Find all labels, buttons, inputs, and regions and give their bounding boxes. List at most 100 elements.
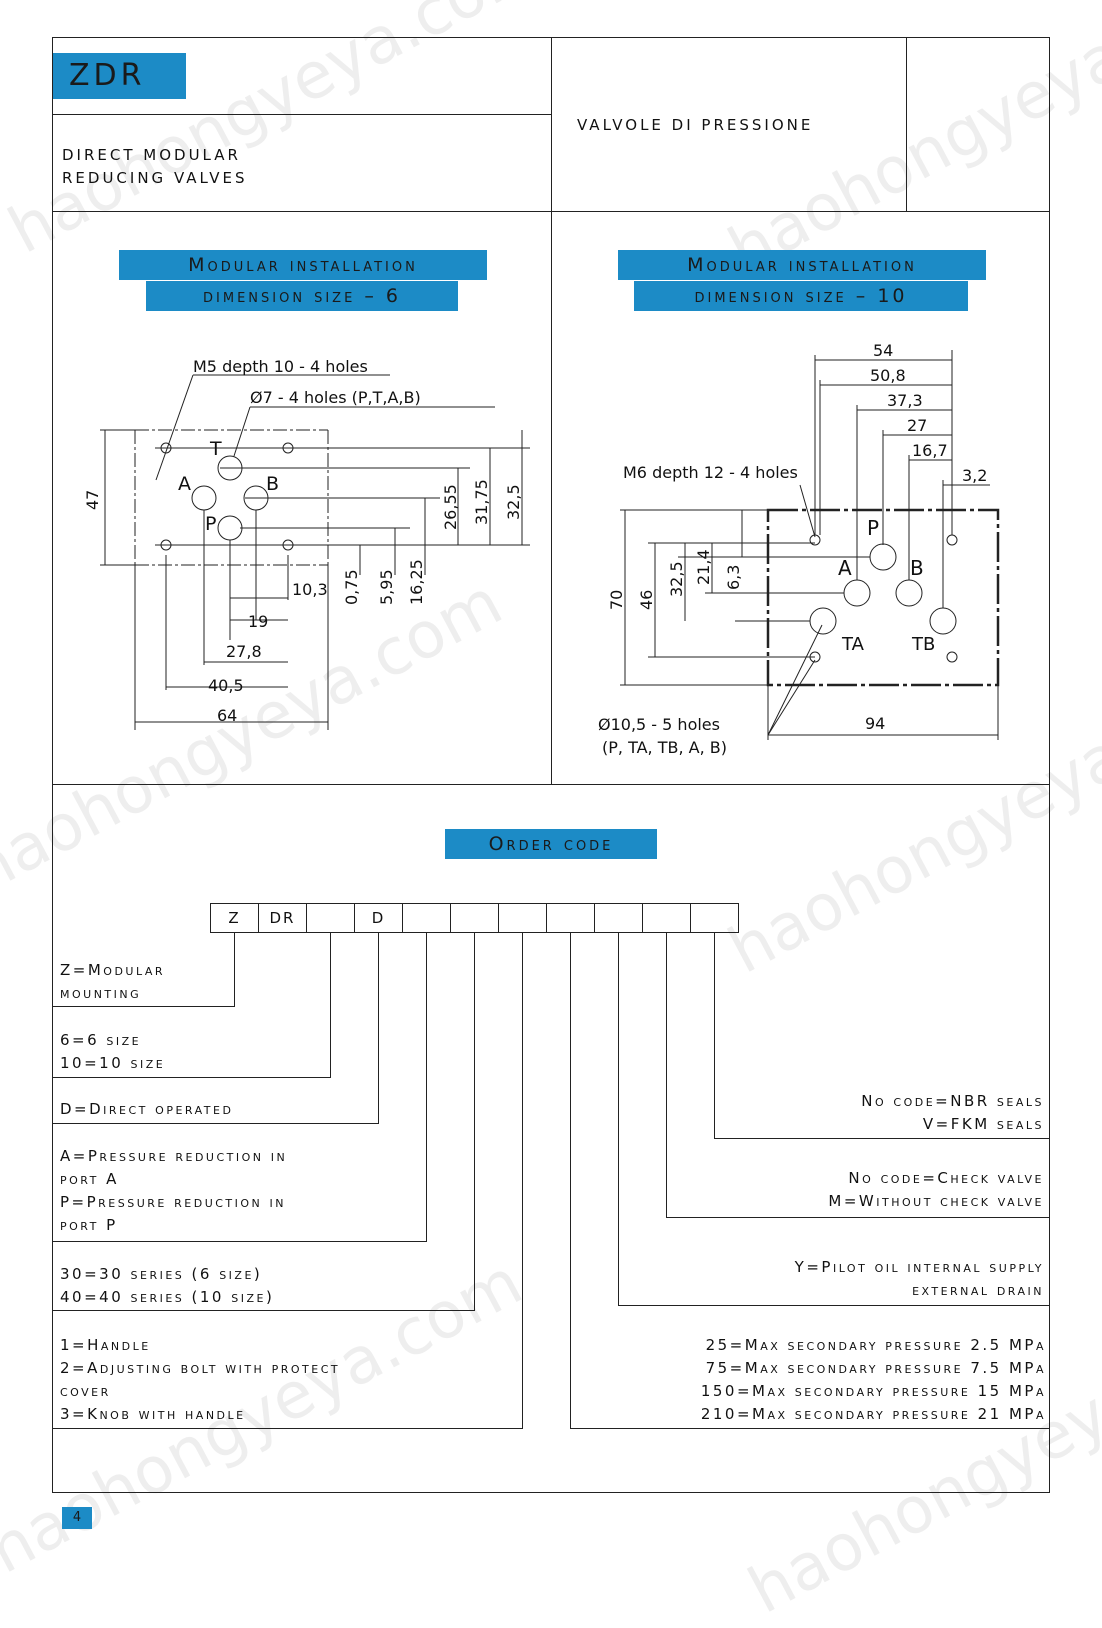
divider — [52, 211, 1050, 212]
order-code-box — [546, 903, 595, 933]
option-line: No code=NBR seals — [861, 1092, 1044, 1110]
dim-label: 70 — [607, 590, 626, 610]
option-line: D=Direct operated — [60, 1100, 234, 1118]
dim-label: 47 — [83, 490, 102, 510]
size6-installation-drawing: M5 depth 10 - 4 holes Ø7 - 4 holes (P,T,… — [83, 357, 530, 730]
option-line: mounting — [60, 984, 142, 1002]
dim-label: 19 — [248, 612, 268, 631]
order-code-box: Z — [210, 903, 259, 933]
callout-ports: Ø10,5 - 5 holes — [598, 715, 720, 734]
option-line: 150=Max secondary pressure 15 MPa — [700, 1382, 1046, 1400]
option-line: 30=30 series (6 size) — [60, 1265, 263, 1283]
divider — [551, 37, 552, 784]
dim-label: 46 — [637, 590, 656, 610]
dim-label: 50,8 — [870, 366, 906, 385]
subtitle-line: DIRECT MODULAR — [62, 146, 241, 164]
dim-label: 26,55 — [441, 484, 460, 530]
product-subtitle: DIRECT MODULAR REDUCING VALVES — [62, 144, 247, 190]
option-line: port A — [60, 1170, 119, 1188]
option-line: P=Pressure reduction in — [60, 1193, 287, 1211]
option-description: No code=NBR seals V=FKM seals — [861, 1090, 1044, 1136]
size6-title-line1: Modular installation — [119, 250, 487, 280]
option-description: Y=Pilot oil internal supply external dra… — [795, 1256, 1044, 1302]
leader-line — [714, 933, 715, 1138]
option-line: Z=Modular — [60, 961, 166, 979]
dim-label: 40,5 — [208, 676, 244, 695]
order-code-title: Order code — [445, 829, 657, 859]
leader-line — [570, 933, 571, 1429]
option-description: 30=30 series (6 size) 40=40 series (10 s… — [60, 1263, 274, 1309]
dim-label: 3,2 — [962, 466, 987, 485]
divider — [52, 784, 1050, 785]
option-line: V=FKM seals — [922, 1115, 1044, 1133]
callout-thread: M6 depth 12 - 4 holes — [623, 463, 798, 482]
dim-label: 32,5 — [667, 561, 686, 597]
dim-label: 16,7 — [912, 441, 948, 460]
port-label: B — [266, 473, 279, 495]
option-description: No code=Check valve M=Without check valv… — [828, 1167, 1044, 1213]
leader-line — [52, 1310, 475, 1311]
callout-ports: Ø7 - 4 holes (P,T,A,B) — [250, 388, 421, 407]
order-code-box — [450, 903, 499, 933]
option-line: 6=6 size — [60, 1031, 142, 1049]
port-label: T — [209, 438, 222, 460]
dim-label: 16,25 — [407, 559, 426, 605]
divider — [52, 114, 551, 115]
leader-line — [426, 933, 427, 1241]
order-code-box: DR — [258, 903, 307, 933]
leader-line — [52, 1428, 523, 1429]
option-description: 1=Handle 2=Adjusting bolt with protect c… — [60, 1334, 340, 1426]
dim-label: 94 — [865, 714, 885, 733]
dim-label: 32,5 — [504, 484, 523, 520]
option-line: 40=40 series (10 size) — [60, 1288, 275, 1306]
leader-line — [474, 933, 475, 1311]
leader-line — [618, 1305, 1050, 1306]
option-line: 210=Max secondary pressure 21 MPa — [700, 1405, 1046, 1423]
leader-line — [666, 1217, 1050, 1218]
leader-line — [522, 933, 523, 1429]
subtitle-line: REDUCING VALVES — [62, 169, 248, 187]
option-line: external drain — [912, 1281, 1044, 1299]
option-line: 10=10 size — [60, 1054, 166, 1072]
leader-line — [378, 933, 379, 1123]
size10-title-line2: dimension size – 10 — [634, 281, 968, 311]
order-code-box — [306, 903, 355, 933]
leader-line — [618, 933, 619, 1305]
dim-label: 21,4 — [694, 549, 713, 585]
port-label: P — [867, 516, 879, 540]
option-line: 75=Max secondary pressure 7.5 MPa — [705, 1359, 1046, 1377]
option-line: M=Without check valve — [828, 1192, 1044, 1210]
callout-ports: (P, TA, TB, A, B) — [602, 738, 727, 757]
port-label: A — [178, 473, 191, 495]
page-number: 4 — [62, 1507, 92, 1529]
option-line: 2=Adjusting bolt with protect — [60, 1359, 341, 1377]
port-label: TA — [841, 634, 865, 655]
leader-line — [570, 1428, 1050, 1429]
option-line: Y=Pilot oil internal supply — [794, 1258, 1044, 1276]
leader-line — [52, 1077, 331, 1078]
port-label: P — [205, 513, 216, 535]
callout-thread: M5 depth 10 - 4 holes — [193, 357, 368, 376]
leader-line — [330, 933, 331, 1078]
option-line: 1=Handle — [60, 1336, 151, 1354]
leader-line — [666, 933, 667, 1217]
option-description: 25=Max secondary pressure 2.5 MPa 75=Max… — [701, 1334, 1046, 1426]
order-code-box — [594, 903, 643, 933]
divider — [906, 37, 907, 212]
option-line: 25=Max secondary pressure 2.5 MPa — [705, 1336, 1046, 1354]
order-code-box — [690, 903, 739, 933]
port-label: B — [910, 556, 924, 580]
option-line: cover — [60, 1382, 111, 1400]
order-code-box — [402, 903, 451, 933]
leader-line — [714, 1138, 1050, 1139]
leader-line — [52, 1123, 379, 1124]
order-code-box — [642, 903, 691, 933]
dim-label: 31,75 — [472, 479, 491, 525]
option-description: 6=6 size 10=10 size — [60, 1029, 165, 1075]
option-line: A=Pressure reduction in — [60, 1147, 288, 1165]
option-description: D=Direct operated — [60, 1098, 233, 1121]
dim-label: 5,95 — [377, 569, 396, 605]
option-line: 3=Knob with handle — [60, 1405, 246, 1423]
dim-label: 54 — [873, 341, 893, 360]
dim-label: 6,3 — [724, 565, 743, 590]
